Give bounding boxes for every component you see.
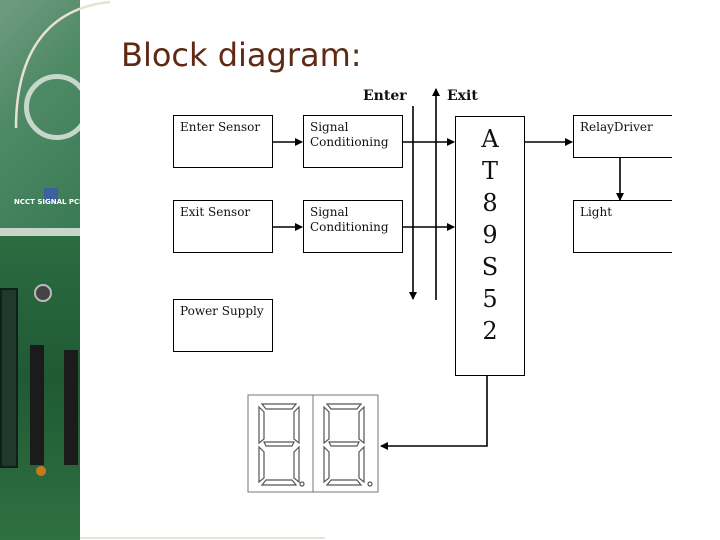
enter-sensor-block: Enter Sensor bbox=[173, 115, 273, 168]
light-block: Light bbox=[573, 200, 672, 253]
relay-driver-block: RelayDriver bbox=[573, 115, 672, 158]
seven-segment-display bbox=[247, 394, 379, 493]
mcu-label-char: S bbox=[481, 253, 499, 281]
signal-conditioning-block-2: Signal Conditioning bbox=[303, 200, 403, 253]
board-label: NCCT SIGNAL PCB bbox=[14, 198, 80, 206]
mcu-label-char: 8 bbox=[482, 189, 498, 217]
arrow-mcu-to-display bbox=[380, 376, 488, 450]
power-supply-block: Power Supply bbox=[173, 299, 273, 352]
mcu-label-char: 5 bbox=[482, 285, 498, 313]
digit-2 bbox=[323, 403, 373, 487]
slide-title: Block diagram: bbox=[121, 36, 362, 74]
digit-1 bbox=[258, 403, 305, 487]
enter-bus-label: Enter bbox=[363, 88, 407, 104]
signal-conditioning-label-line1: Signal bbox=[310, 205, 349, 219]
signal-conditioning-block-1: Signal Conditioning bbox=[303, 115, 403, 168]
mcu-label-char: 2 bbox=[482, 317, 498, 345]
footer-rule bbox=[80, 537, 325, 539]
exit-sensor-block: Exit Sensor bbox=[173, 200, 273, 253]
lcd-module bbox=[0, 288, 18, 468]
signal-conditioning-label-line2: Conditioning bbox=[310, 135, 389, 149]
at89s52-microcontroller-block: A T 8 9 S 5 2 bbox=[455, 116, 525, 376]
ic-chip bbox=[64, 350, 78, 465]
exit-bus-label: Exit bbox=[447, 88, 478, 104]
mcu-label-char: A bbox=[481, 125, 499, 153]
signal-conditioning-label-line2: Conditioning bbox=[310, 220, 389, 234]
mcu-label-char: 9 bbox=[482, 221, 498, 249]
mcu-label-char: T bbox=[481, 157, 498, 185]
decorative-arc bbox=[14, 0, 111, 129]
circuit-board-photo: NCCT SIGNAL PCB bbox=[0, 0, 80, 540]
signal-conditioning-label-line1: Signal bbox=[310, 120, 349, 134]
ic-chip bbox=[30, 345, 44, 465]
